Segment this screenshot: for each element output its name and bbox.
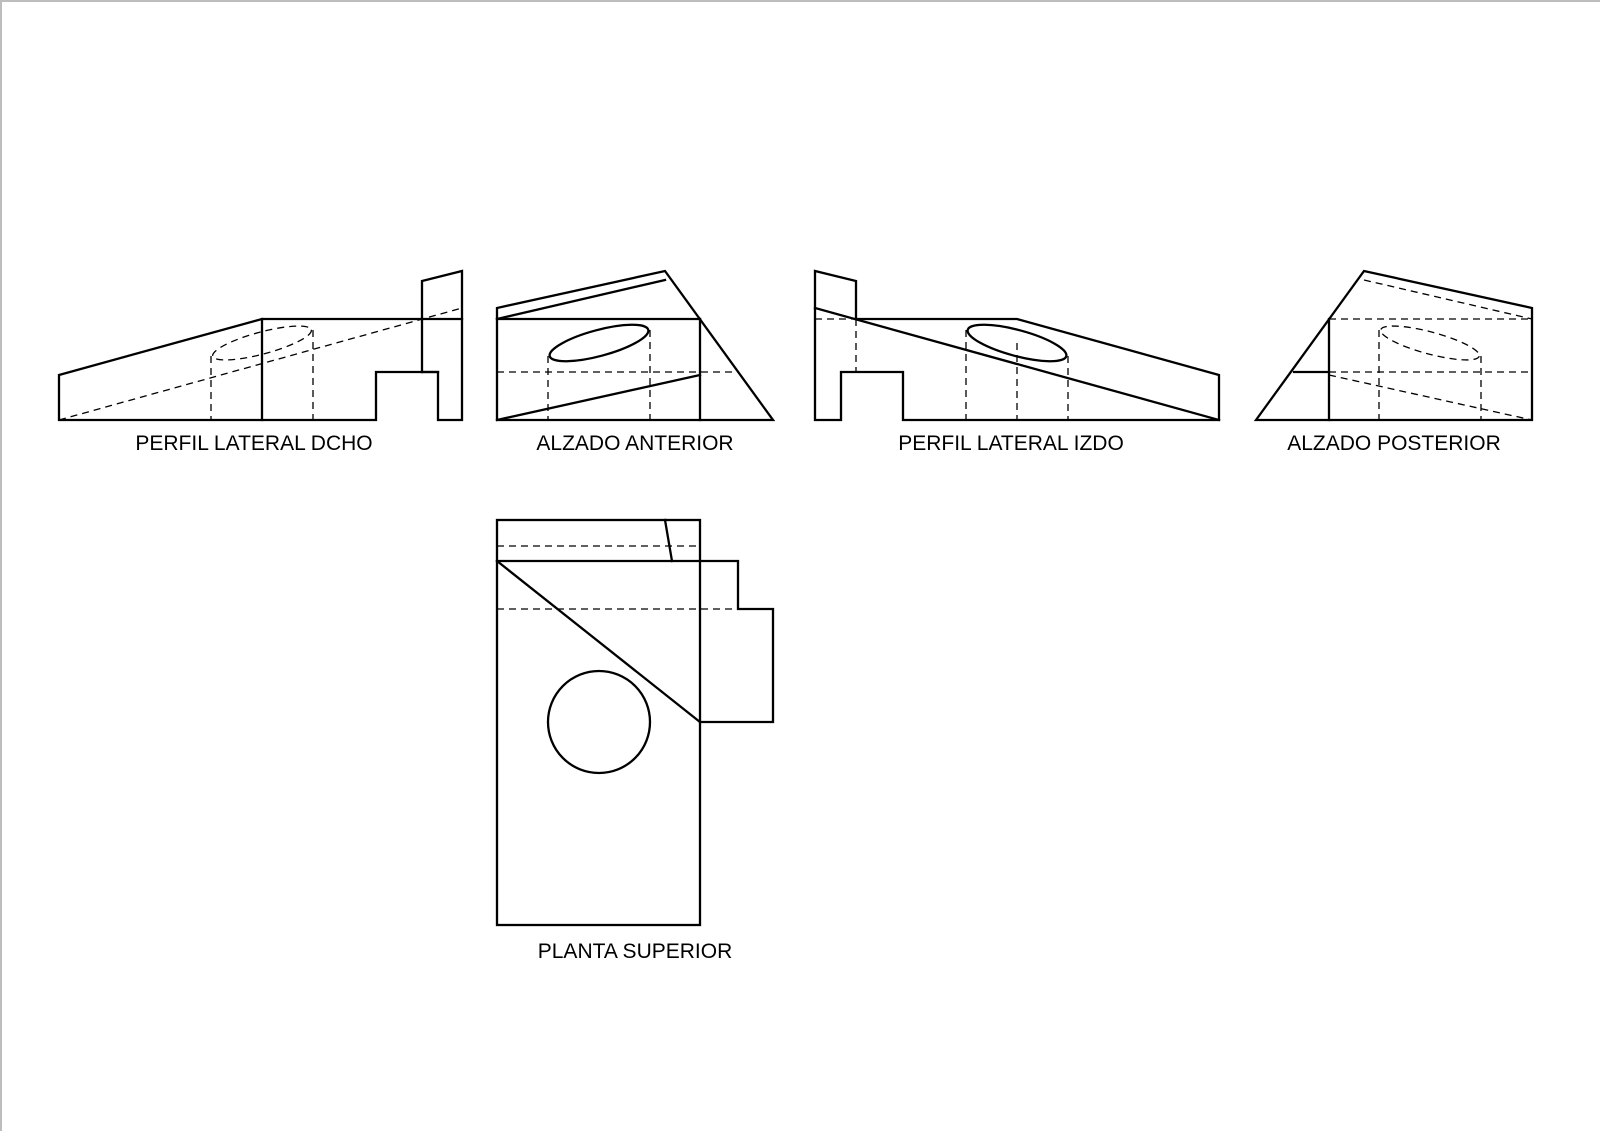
front-elevation-edge-slope-inner [495, 278, 667, 321]
front-elevation-label: ALZADO ANTERIOR [536, 432, 733, 455]
rear-elevation-hidden-diagonal [1328, 374, 1533, 421]
right-profile-label: PERFIL LATERAL DCHO [135, 432, 372, 455]
right-profile-hidden-slope [58, 307, 463, 421]
top-plan-hole-circle [546, 669, 652, 775]
view-front-elevation: ALZADO ANTERIOR [495, 269, 776, 455]
rear-elevation-hidden-slope-inner [1363, 279, 1533, 320]
left-profile-edge-slope [813, 306, 1221, 422]
top-plan-edge-diagonal [495, 559, 702, 724]
view-top-plan: PLANTA SUPERIOR [495, 518, 775, 963]
left-profile-label: PERFIL LATERAL IZDO [898, 432, 1124, 455]
view-left-profile: PERFIL LATERAL IZDO [813, 269, 1221, 455]
front-elevation-hole-ellipse [548, 323, 650, 363]
top-plan-label: PLANTA SUPERIOR [538, 940, 733, 963]
right-profile-outline [57, 269, 464, 422]
top-plan-step-outline [495, 559, 775, 724]
front-elevation-edge-diagonal [495, 373, 702, 422]
rear-elevation-outline [1253, 269, 1534, 422]
front-elevation-outline [495, 269, 776, 422]
left-profile-outline [813, 269, 1221, 422]
rear-elevation-label: ALZADO POSTERIOR [1287, 432, 1501, 455]
view-rear-elevation: ALZADO POSTERIOR [1253, 269, 1534, 455]
top-plan-edge-small-slope [663, 518, 674, 563]
rear-elevation-hidden-hole-top [1380, 325, 1480, 361]
left-profile-hole-ellipse [966, 323, 1068, 363]
top-plan-outline [495, 518, 702, 927]
right-profile-hidden-hole-top [212, 325, 312, 361]
view-right-profile: PERFIL LATERAL DCHO [57, 269, 464, 455]
